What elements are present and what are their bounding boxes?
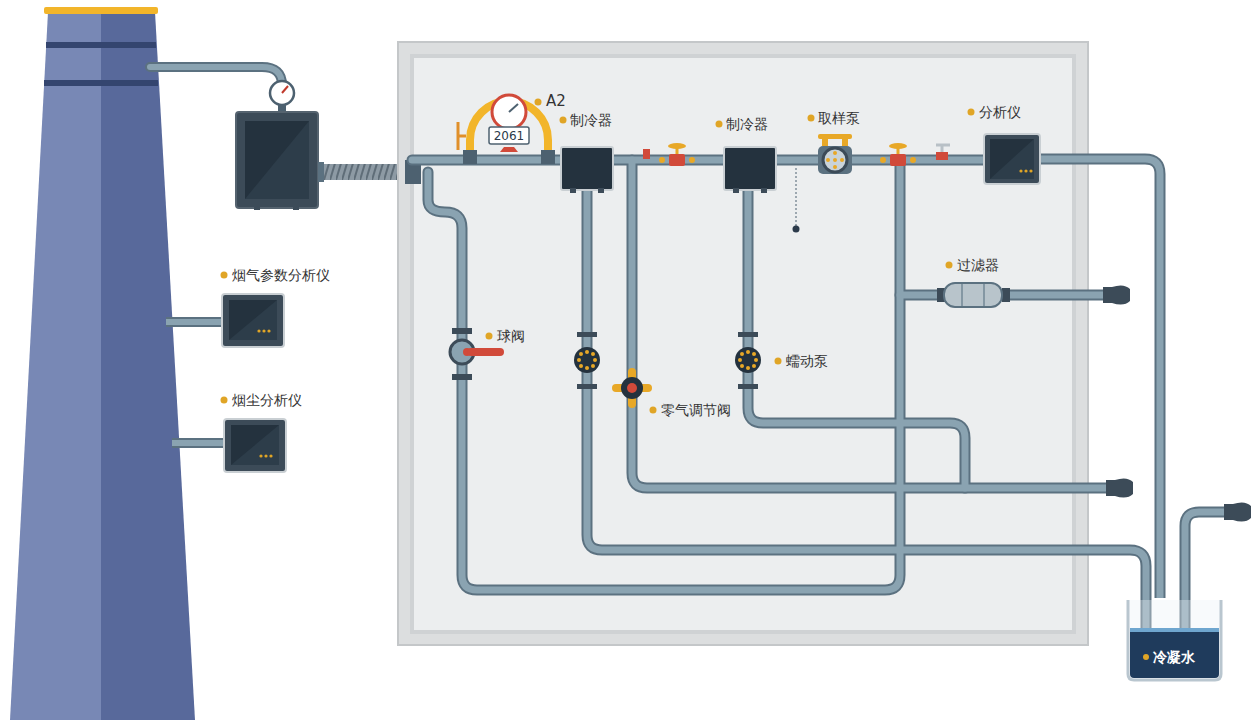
callout-label: A2 — [546, 93, 566, 109]
filter — [937, 283, 1010, 307]
pipe-connector — [1041, 159, 1160, 598]
heated-hose — [324, 164, 408, 180]
gauge-flange — [463, 150, 477, 164]
gauge-stem — [278, 104, 286, 112]
hose-fitting — [318, 162, 324, 182]
heated-box-shade — [245, 121, 309, 199]
box-foot — [293, 206, 299, 210]
part-label: 取样泵 — [818, 110, 860, 126]
beaker-shape — [1126, 598, 1223, 682]
flue-gas-analyzer — [222, 294, 284, 347]
sampling-pump — [818, 134, 852, 174]
outlet-nozzles — [1103, 285, 1251, 521]
dust-analyzer — [224, 419, 286, 472]
chiller — [724, 147, 776, 190]
leader-dot — [793, 226, 800, 233]
chimney-right — [101, 12, 195, 720]
part-label: 制冷器 — [726, 116, 768, 132]
screen-shade — [229, 300, 277, 340]
gauge-needle — [509, 104, 518, 112]
screen-shade — [231, 425, 279, 465]
part-label: 零气调节阀 — [661, 402, 731, 418]
heated-box — [236, 112, 318, 208]
peristaltic-pump — [574, 332, 600, 389]
leader-line — [796, 168, 797, 226]
analyzer-shape — [983, 133, 1041, 185]
gauge-stand — [458, 122, 466, 150]
part-label: 制冷器 — [570, 112, 612, 128]
pipe-core — [1041, 159, 1160, 598]
gauge-display — [489, 127, 529, 144]
pressure-gauge — [270, 81, 294, 105]
part-label: 蠕动泵 — [786, 353, 828, 369]
callout-dots — [221, 99, 975, 414]
screen — [231, 425, 279, 465]
tap — [936, 145, 950, 160]
gauge-base — [500, 147, 518, 152]
gauge-reading: 2061 — [489, 128, 529, 144]
zero-gas-valve — [612, 368, 652, 408]
analyzer-box: 分析仪 — [983, 133, 1041, 185]
part-label: 分析仪 — [979, 104, 1021, 120]
part-label: 球阀 — [497, 328, 525, 344]
needle-valve — [659, 143, 695, 166]
part-label: 烟尘分析仪 — [232, 392, 302, 408]
pipe-outline — [1041, 159, 1160, 598]
screen — [229, 300, 277, 340]
peristaltic-pump — [735, 332, 761, 389]
gauge-needle — [282, 86, 288, 93]
chimney-band — [46, 42, 156, 48]
box-foot — [254, 206, 260, 210]
probe-pipe — [150, 67, 282, 85]
gauge-flange — [541, 150, 555, 164]
condensate-beaker: 冷凝水 — [1126, 598, 1223, 682]
chiller — [561, 147, 613, 190]
led-dots — [257, 329, 270, 332]
beaker-label: 冷凝水 — [1153, 649, 1195, 665]
pipes — [412, 160, 1226, 640]
check-valve — [643, 149, 650, 159]
led-dots — [259, 454, 272, 457]
needle-valve — [880, 143, 916, 166]
part-label: 过滤器 — [957, 257, 999, 273]
chimney-left — [10, 12, 101, 720]
part-label: 烟气参数分析仪 — [232, 267, 330, 283]
chimney-band — [44, 80, 158, 86]
heated-box-face — [245, 121, 309, 199]
ball-valve — [450, 328, 504, 380]
side-pipes — [166, 322, 226, 443]
chimney-cap — [44, 7, 158, 14]
gauge-dial — [492, 95, 526, 129]
